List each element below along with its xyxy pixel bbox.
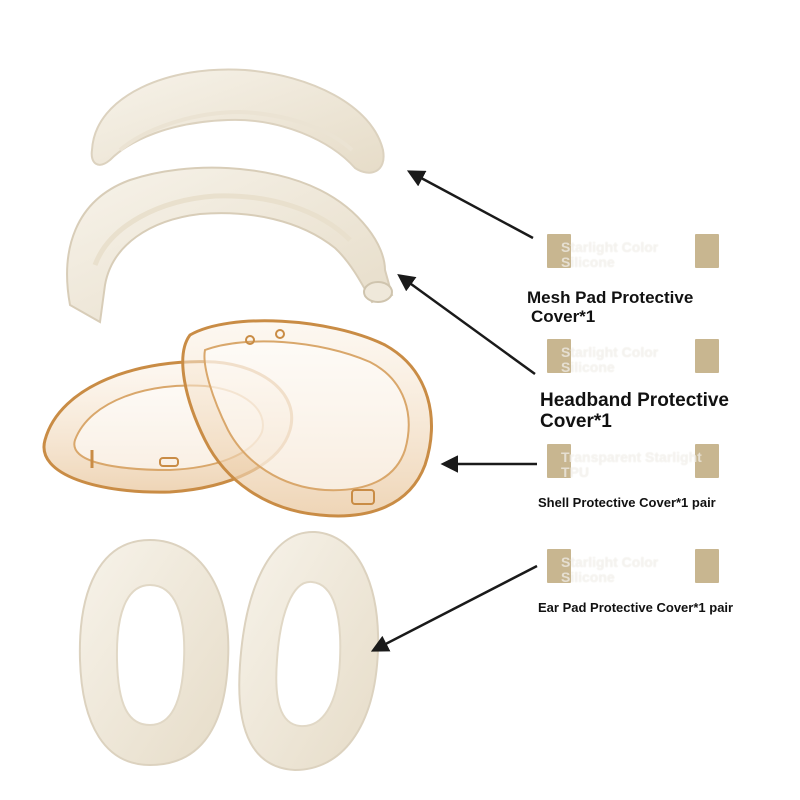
headband-cover-image	[66, 166, 394, 324]
ear-pad-cover-left-image	[78, 538, 230, 767]
arrow-headband	[397, 273, 536, 376]
color-chip	[695, 339, 719, 373]
color-chip	[695, 549, 719, 583]
color-chip	[695, 444, 719, 478]
color-chip	[547, 549, 571, 583]
shell-cover-right-image	[181, 319, 433, 518]
arrow-mesh-pad	[406, 170, 534, 240]
mesh-pad-cover-image	[90, 68, 385, 174]
label-ear-pad: Ear Pad Protective Cover*1 pair	[538, 600, 734, 615]
color-chip	[695, 234, 719, 268]
ear-pad-cover-right-image	[238, 530, 380, 772]
color-chip	[547, 444, 571, 478]
arrow-ear-pad	[370, 564, 538, 652]
color-chip	[547, 339, 571, 373]
color-chip	[547, 234, 571, 268]
label-shell: Shell Protective Cover*1 pair	[538, 495, 716, 510]
callout-arrows	[370, 170, 538, 652]
